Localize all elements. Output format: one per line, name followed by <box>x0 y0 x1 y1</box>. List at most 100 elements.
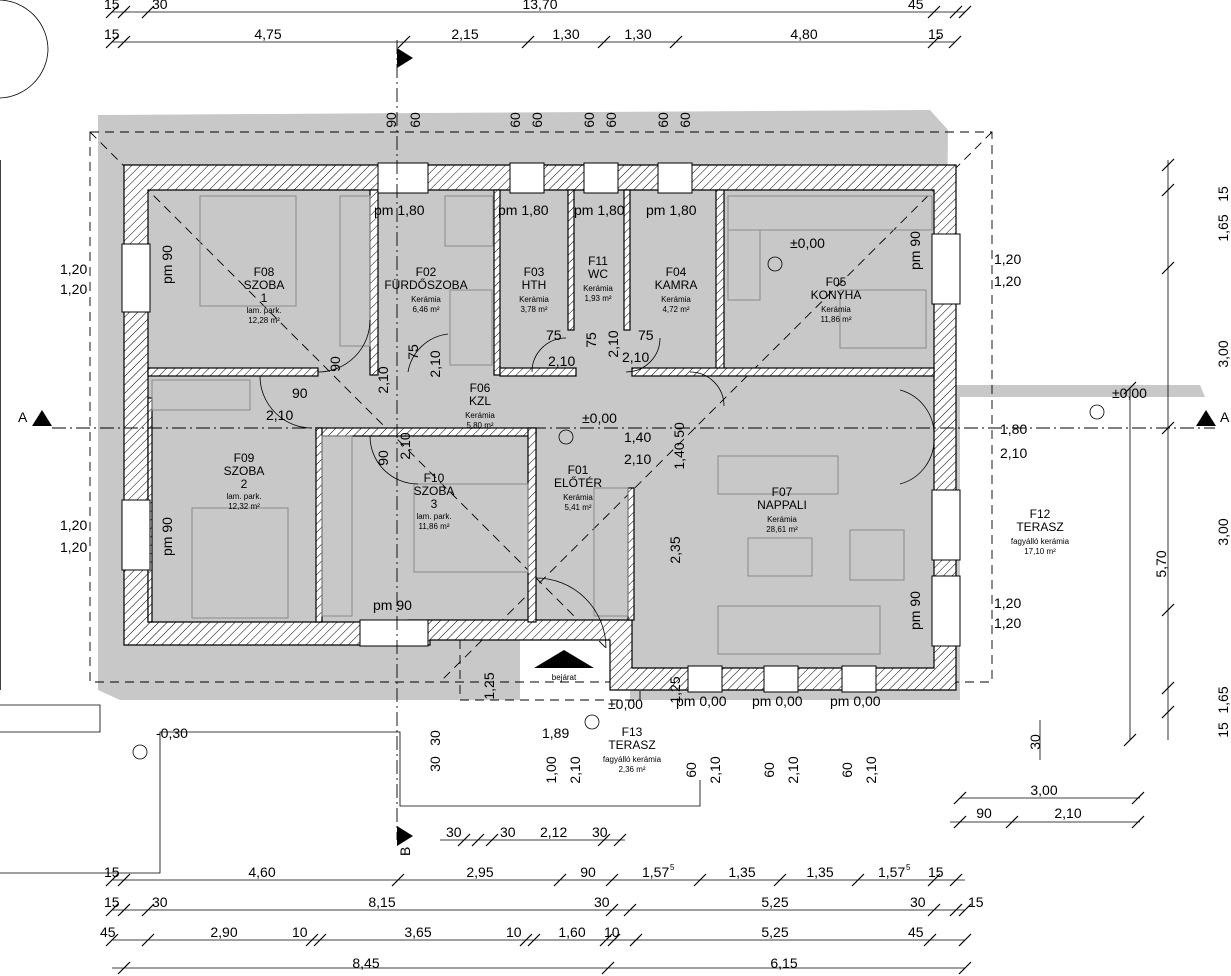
opening-label: 2,10 <box>605 330 621 357</box>
dim-tick <box>141 933 155 947</box>
dim-label: 2,12 <box>540 824 567 840</box>
opening-label: 1,80 <box>1000 421 1027 437</box>
level-label: ±0,00 <box>608 696 643 712</box>
opening-label: 2,35 <box>667 536 683 563</box>
dim-tick <box>1131 815 1145 829</box>
section-label: B <box>397 847 413 856</box>
opening-label: 1,20 <box>994 595 1021 611</box>
dim-tick <box>605 873 619 887</box>
room-text: F08 <box>254 265 275 279</box>
dim-label: 15 <box>104 26 120 42</box>
room-text: F02 <box>416 265 437 279</box>
room-text: TERASZ <box>1016 520 1063 534</box>
dim-tick <box>958 961 972 975</box>
dim-tick <box>1161 261 1175 275</box>
dim-tick <box>1161 158 1175 172</box>
roof-outline <box>89 131 993 683</box>
level-marker <box>584 714 600 730</box>
opening-label: 75 <box>546 327 562 343</box>
opening-label: 1,40 <box>671 442 687 469</box>
kzl-cabinet <box>151 379 251 411</box>
int-wall-2 <box>493 189 501 376</box>
dim-label: 5 <box>670 863 675 872</box>
dim-tick <box>607 933 621 947</box>
room-text: TERASZ <box>608 738 655 752</box>
room-text: WC <box>588 267 608 281</box>
room-text: KAMRA <box>655 278 698 292</box>
level-label: ±0,00 <box>1112 385 1147 401</box>
room-text: 3 <box>431 497 438 511</box>
window-height: 60 <box>407 112 423 128</box>
dim-tick <box>949 5 963 19</box>
bed-3 <box>413 483 529 573</box>
level-label: ±0,00 <box>582 410 617 426</box>
opening-label: 2,10 <box>624 451 651 467</box>
door-swing <box>407 333 449 373</box>
dim-tick <box>141 5 155 19</box>
room-text: F01 <box>568 463 589 477</box>
room-text: 1 <box>261 291 268 305</box>
windows <box>121 162 961 693</box>
dim-label: 15 <box>1215 186 1231 202</box>
dim-tick <box>527 933 541 947</box>
dim-label: 1,65 <box>1215 686 1231 713</box>
window <box>931 233 961 305</box>
dim-label: 30 <box>910 894 926 910</box>
sill-label: pm 90 <box>907 591 923 630</box>
dim-label: 90 <box>580 864 596 880</box>
dim-tick <box>391 873 405 887</box>
opening-label: 1,20 <box>994 273 1021 289</box>
room-text: F05 <box>826 275 847 289</box>
int-wall-12 <box>627 487 635 621</box>
window <box>687 665 723 693</box>
int-wall-5 <box>715 189 725 376</box>
dim-label: 8,15 <box>368 894 395 910</box>
dimension-lines <box>112 11 1169 969</box>
door-swing <box>531 337 567 373</box>
room-text: Kerámia <box>563 493 593 502</box>
dim-tick <box>927 5 941 19</box>
room-text: 11,86 m² <box>419 522 450 531</box>
room-text: 1,93 m² <box>584 294 611 303</box>
dim-tick <box>1161 603 1175 617</box>
door-swing <box>317 319 371 373</box>
window <box>121 499 151 571</box>
room-text: 5,41 m² <box>564 503 591 512</box>
window <box>509 162 545 194</box>
dim-label: 1,65 <box>1215 214 1231 241</box>
room-text: ELŐTÉR <box>554 475 602 490</box>
window-height: 60 <box>529 112 545 128</box>
dim-tick <box>305 933 319 947</box>
door-swing <box>899 437 935 485</box>
kitchen-counter-side <box>727 229 761 301</box>
dim-tick <box>1131 791 1145 805</box>
room-text: F03 <box>524 265 545 279</box>
dim-label: 45 <box>908 0 924 12</box>
dim-label: 5,25 <box>761 894 788 910</box>
room-text: KZL <box>469 394 491 408</box>
north-arrow <box>0 0 49 99</box>
room-text: lam. park. <box>246 306 281 315</box>
dim-tick <box>521 35 535 49</box>
window-height: 60 <box>507 112 523 128</box>
furniture <box>151 195 933 655</box>
terrace-outline <box>459 640 641 701</box>
dim-tick <box>953 815 967 829</box>
opening-label: 50 <box>671 422 687 438</box>
section-marker-a-left <box>32 410 52 426</box>
dim-tick <box>958 903 972 917</box>
room-text: 11,86 m² <box>821 315 852 324</box>
dim-label: 5,25 <box>761 924 788 940</box>
dim-tick <box>669 35 683 49</box>
bed-2 <box>191 507 289 619</box>
dim-tick <box>597 35 611 49</box>
opening-label: 75 <box>638 327 654 343</box>
room-text: Kerámia <box>821 305 851 314</box>
dim-label: 1,30 <box>552 26 579 42</box>
